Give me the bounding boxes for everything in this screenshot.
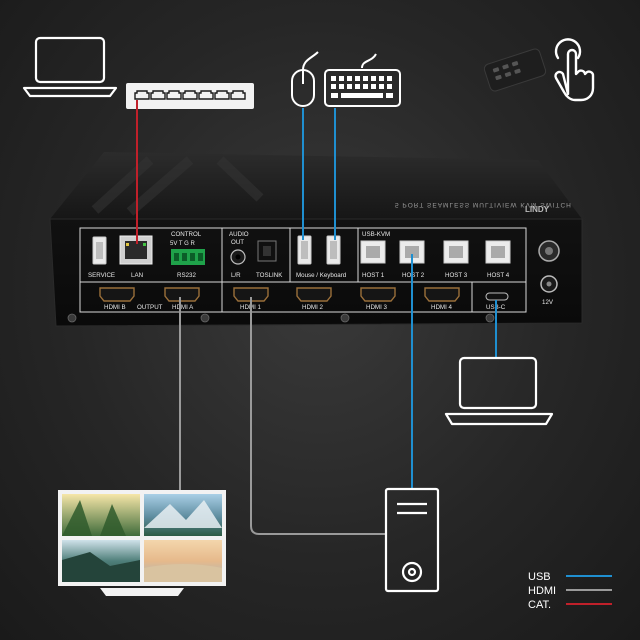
hdmi-cable-hdmi1 — [250, 297, 386, 535]
service-label: SERVICE — [88, 272, 115, 279]
hdmi2-label: HDMI 2 — [302, 304, 324, 311]
power-12v-label: 12V — [542, 299, 554, 306]
touch-hand-icon — [554, 38, 595, 102]
keyboard-icon — [324, 53, 401, 107]
host2-label: HOST 2 — [402, 272, 425, 279]
legend-label-usb: USB — [528, 571, 551, 583]
toslink-port[interactable] — [257, 240, 277, 262]
mouse-keyboard-label: Mouse / Keyboard — [296, 272, 347, 279]
brand-logo: LINDY — [525, 205, 550, 214]
usb-c-port[interactable] — [485, 292, 509, 301]
desktop-computer-icon — [384, 487, 440, 593]
rs232-label: RS232 — [177, 272, 196, 279]
service-usb-port[interactable] — [92, 236, 107, 265]
toslink-label: TOSLINK — [256, 272, 283, 279]
control-label: CONTROL — [171, 231, 202, 238]
hdmi-a-label: HDMI A — [172, 304, 194, 311]
hdmi4-port[interactable] — [424, 287, 460, 302]
legend-label-cat: CAT. — [528, 599, 551, 611]
remote-control-icon — [483, 48, 547, 92]
audio-out-label: OUT — [231, 239, 244, 246]
hdmi2-port[interactable] — [296, 287, 332, 302]
hdmi-b-port[interactable] — [99, 287, 135, 302]
host1-usb-b-port[interactable] — [360, 240, 386, 264]
usb-kvm-label: USB-KVM — [362, 231, 390, 238]
rs232-terminal-block[interactable] — [171, 249, 205, 265]
monitor-multiview — [58, 490, 226, 596]
host3-label: HOST 3 — [445, 272, 468, 279]
audio-jack-port[interactable] — [230, 249, 246, 265]
host4-usb-b-port[interactable] — [485, 240, 511, 264]
control-pins-label: 5V T G R — [170, 241, 195, 247]
lr-label: L/R — [231, 272, 241, 279]
audio-label: AUDIO — [229, 231, 249, 238]
legend: USB HDMI CAT. — [528, 571, 612, 611]
mouse-usb-port[interactable] — [297, 235, 312, 265]
mouse-icon — [291, 51, 319, 107]
host4-label: HOST 4 — [487, 272, 510, 279]
ground-terminal[interactable] — [538, 240, 560, 262]
device-top-text: 5 PORT SEAMLESS MULTIVIEW KVM SWITCH — [395, 201, 572, 208]
cable-lines — [136, 100, 497, 535]
hdmi3-port[interactable] — [360, 287, 396, 302]
host2-usb-b-port[interactable] — [399, 240, 425, 264]
power-jack[interactable] — [540, 275, 558, 293]
hdmi-a-port[interactable] — [164, 287, 200, 302]
hdmi3-label: HDMI 3 — [366, 304, 388, 311]
network-switch-icon — [126, 83, 254, 109]
lan-label: LAN — [131, 272, 143, 279]
keyboard-usb-port[interactable] — [326, 235, 341, 265]
hdmi-b-label: HDMI B — [104, 304, 126, 311]
host1-label: HOST 1 — [362, 272, 385, 279]
host3-usb-b-port[interactable] — [443, 240, 469, 264]
hdmi1-port[interactable] — [233, 287, 269, 302]
legend-label-hdmi: HDMI — [528, 585, 556, 597]
laptop-icon — [22, 36, 118, 98]
hdmi4-label: HDMI 4 — [431, 304, 453, 311]
output-label: OUTPUT — [137, 304, 163, 311]
laptop-icon — [444, 356, 554, 426]
